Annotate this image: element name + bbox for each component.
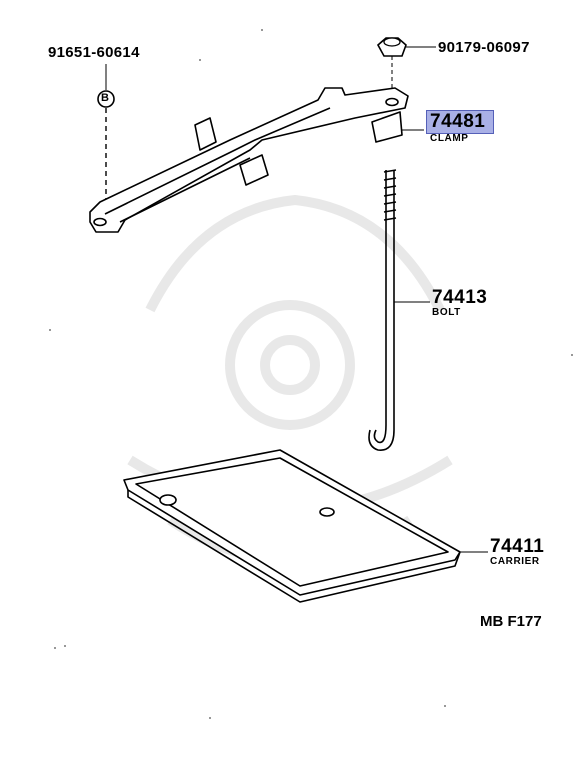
part-number-74411[interactable]: 74411 xyxy=(490,536,545,557)
clamp-74481-part xyxy=(89,87,409,233)
hook-bolt-74413-part xyxy=(368,169,397,451)
scan-specks xyxy=(49,29,573,719)
part-highlight-74481 xyxy=(426,110,494,134)
part-number-91651-60614: 91651-60614 xyxy=(48,44,140,61)
part-number-74481[interactable]: 74481 xyxy=(430,111,486,132)
nut-90179-icon xyxy=(376,37,436,95)
part-number-90179-06097: 90179-06097 xyxy=(438,39,530,56)
figure-code: MB F177 xyxy=(480,613,542,630)
carrier-74411-part xyxy=(123,449,461,603)
bolt-91651-icon xyxy=(97,64,115,208)
part-name-carrier: CARRIER xyxy=(490,556,540,567)
callout-letter: B xyxy=(101,92,109,104)
part-name-bolt: BOLT xyxy=(432,307,461,318)
part-name-clamp: CLAMP xyxy=(430,133,469,144)
part-number-74413[interactable]: 74413 xyxy=(432,287,488,308)
